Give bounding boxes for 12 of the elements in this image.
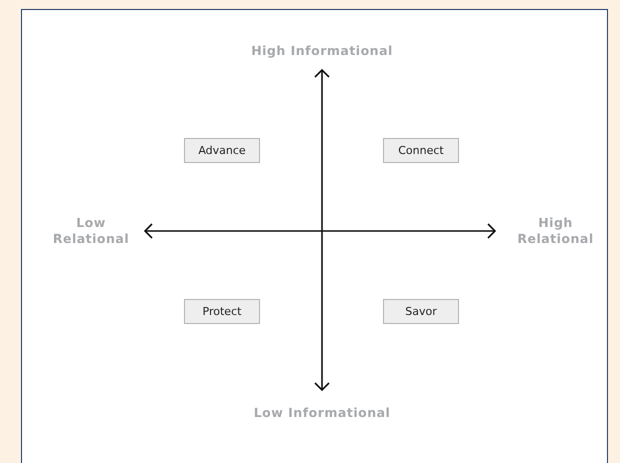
axis-label: High Informational	[250, 43, 394, 59]
quadrant-label: Advance	[198, 144, 246, 157]
quadrant-label: Protect	[202, 305, 242, 318]
quadrant-box	[184, 299, 260, 324]
quadrant-box	[184, 138, 260, 163]
axis-label: High Relational	[516, 215, 595, 247]
quadrant-box	[383, 299, 459, 324]
quadrant-label: Savor	[405, 305, 437, 318]
quadrant-box	[383, 138, 459, 163]
quadrant-label: Connect	[398, 144, 444, 157]
axis-label: Low Relational	[52, 215, 130, 247]
axis-label: Low Informational	[252, 405, 392, 421]
